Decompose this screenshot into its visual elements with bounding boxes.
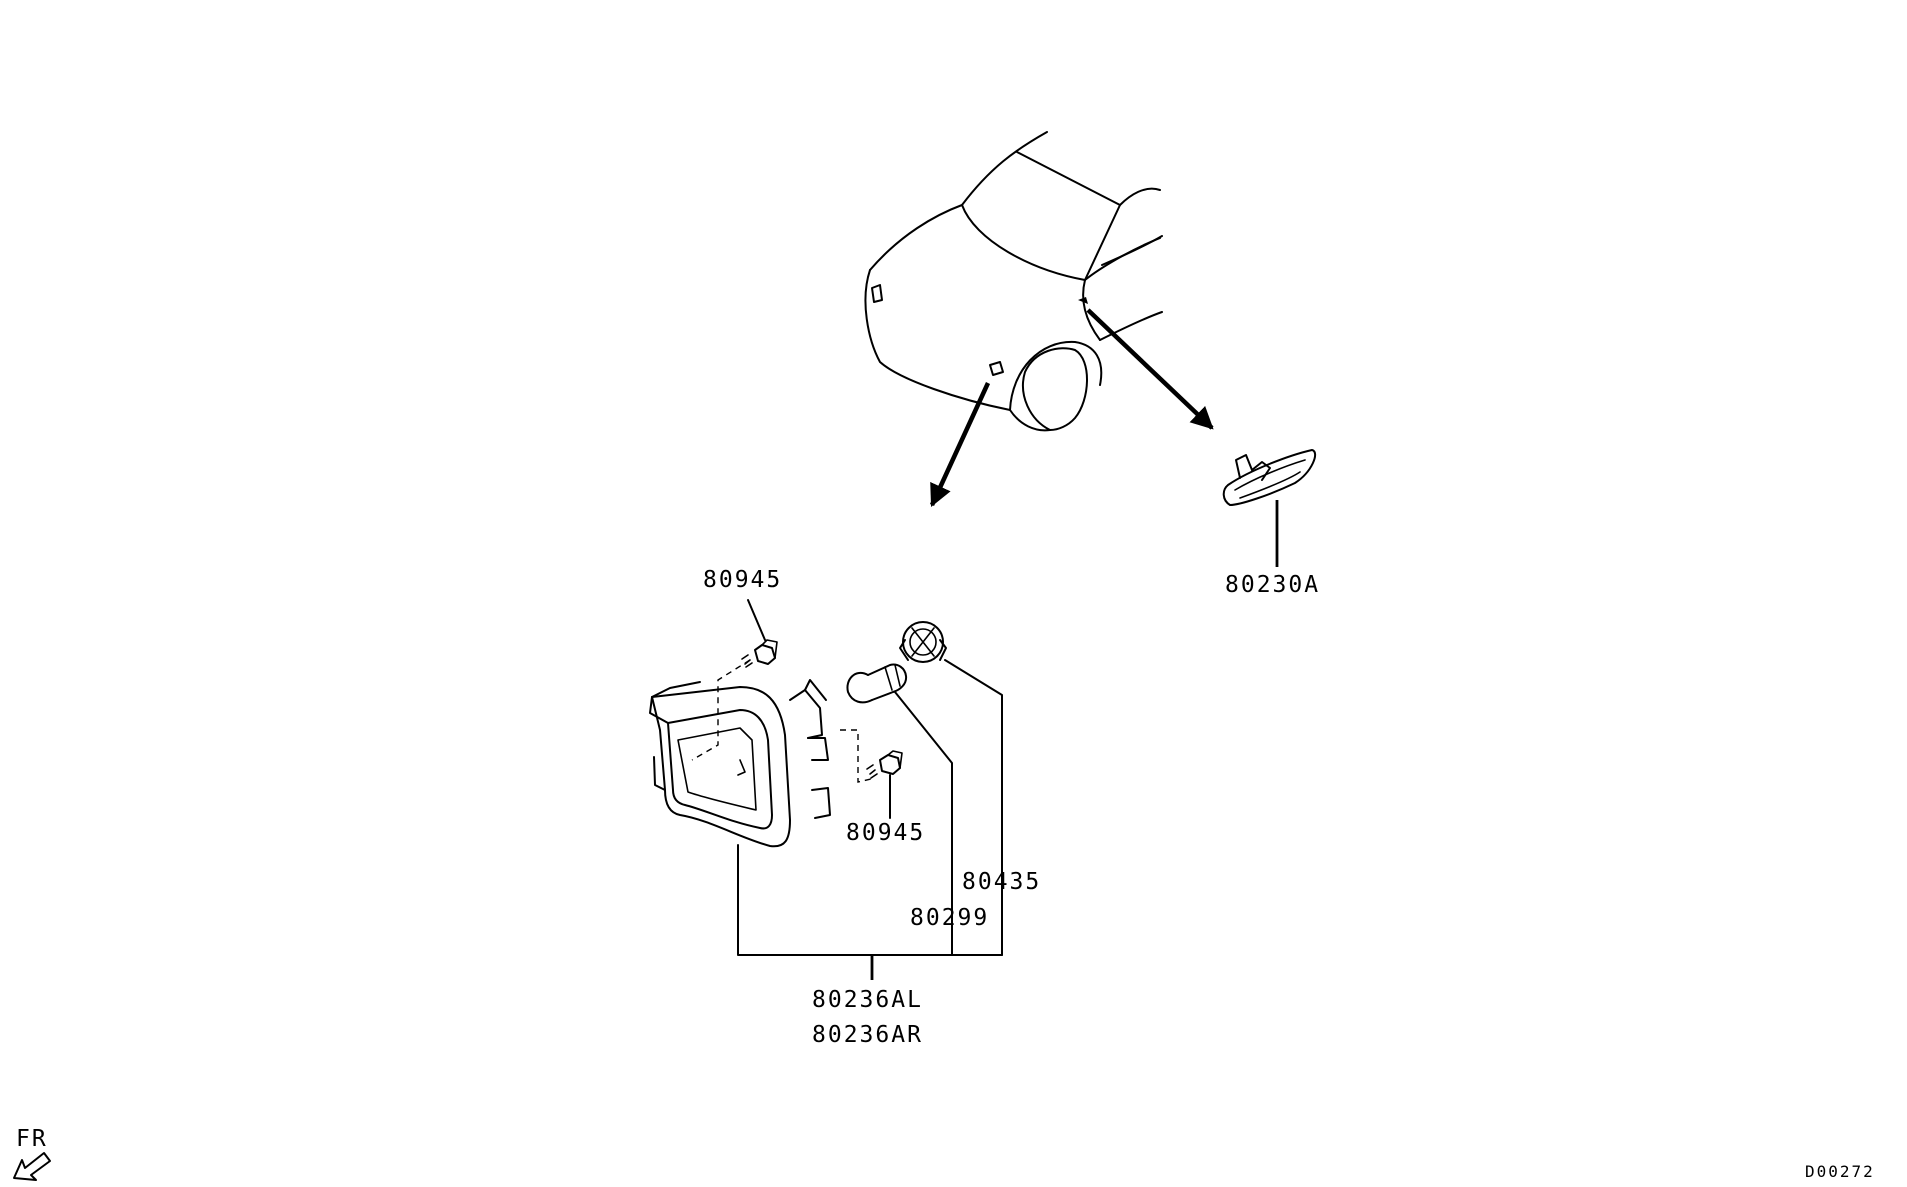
fog-lamp-assembly-bracket [737, 844, 1003, 956]
label-socket: 80435 [962, 869, 1041, 895]
vehicle-front-outline [864, 131, 1163, 432]
side-marker-location-arrow [1086, 308, 1214, 430]
screw-lower-guide [840, 729, 876, 783]
orientation-label: FR [16, 1126, 48, 1152]
label-fog-lamp-right: 80236AR [812, 1022, 923, 1048]
fog-lamp-location-arrow [929, 382, 991, 508]
label-bulb: 80299 [910, 905, 989, 931]
label-screw-upper: 80945 [703, 567, 782, 593]
side-marker-lamp [1222, 449, 1317, 506]
front-direction-indicator: FR [13, 1126, 51, 1181]
label-screw-lower: 80945 [846, 820, 925, 846]
socket-leader [944, 659, 1003, 956]
drawing-code: D00272 [1805, 1162, 1875, 1181]
screw-upper [741, 639, 778, 668]
socket [899, 621, 947, 663]
fog-lamp-housing [649, 679, 831, 848]
screw-lower [866, 750, 903, 779]
bulb [846, 663, 908, 704]
label-side-marker-lamp: 80230A [1225, 572, 1320, 598]
bulb-leader [894, 691, 953, 956]
front-arrow-icon [13, 1152, 51, 1181]
screw-upper-leader [747, 599, 766, 641]
screw-upper-guide [691, 659, 751, 761]
label-fog-lamp-left: 80236AL [812, 987, 923, 1013]
